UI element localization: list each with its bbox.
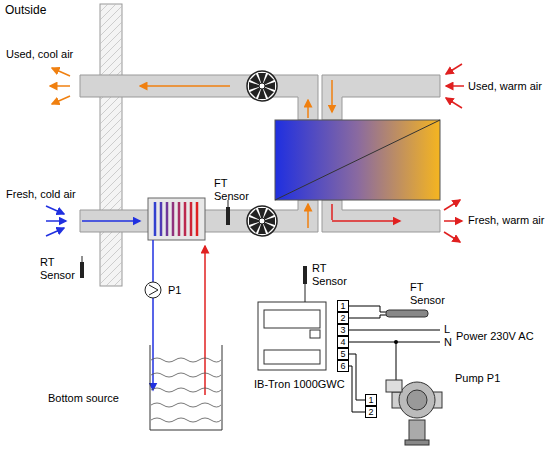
terminal-cell: 1 bbox=[337, 300, 349, 312]
text-label: L bbox=[444, 323, 450, 336]
terminal-cell: 2 bbox=[337, 312, 349, 324]
text-label: Power 230V AC bbox=[456, 330, 534, 343]
terminal-cell: 6 bbox=[337, 360, 349, 372]
text-label: RT Sensor bbox=[312, 262, 348, 288]
text-label: Used, warm air bbox=[468, 80, 542, 93]
text-label: Used, cool air bbox=[6, 48, 73, 61]
text-label: P1 bbox=[168, 284, 181, 297]
terminal-number: 4 bbox=[340, 337, 345, 347]
text-label: N bbox=[444, 336, 452, 349]
terminal-cell: 4 bbox=[337, 336, 349, 348]
text-label: Fresh, warm air bbox=[468, 214, 544, 227]
text-label: FT Sensor bbox=[214, 177, 254, 203]
text-label: Bottom source bbox=[48, 392, 119, 405]
terminal-number: 1 bbox=[340, 301, 345, 311]
terminal-number: 2 bbox=[340, 313, 345, 323]
terminal-cell: 3 bbox=[337, 324, 349, 336]
terminal-cell: 1 bbox=[365, 394, 377, 406]
terminal-number: 5 bbox=[340, 349, 345, 359]
text-label: Fresh, cold air bbox=[6, 188, 76, 201]
text-label: RT Sensor bbox=[40, 256, 76, 282]
text-label: IB-Tron 1000GWC bbox=[254, 378, 345, 391]
terminal-number: 1 bbox=[368, 395, 373, 405]
wire bbox=[349, 366, 365, 412]
text-label: FT Sensor bbox=[410, 281, 450, 307]
terminal-cell: 2 bbox=[365, 406, 377, 418]
terminal-number: 2 bbox=[368, 407, 373, 417]
terminal-cell: 5 bbox=[337, 348, 349, 360]
terminal-number: 6 bbox=[340, 361, 345, 371]
text-label: Pump P1 bbox=[455, 372, 500, 385]
terminal-number: 3 bbox=[340, 325, 345, 335]
text-label: Outside bbox=[5, 4, 46, 17]
wire bbox=[349, 354, 365, 400]
